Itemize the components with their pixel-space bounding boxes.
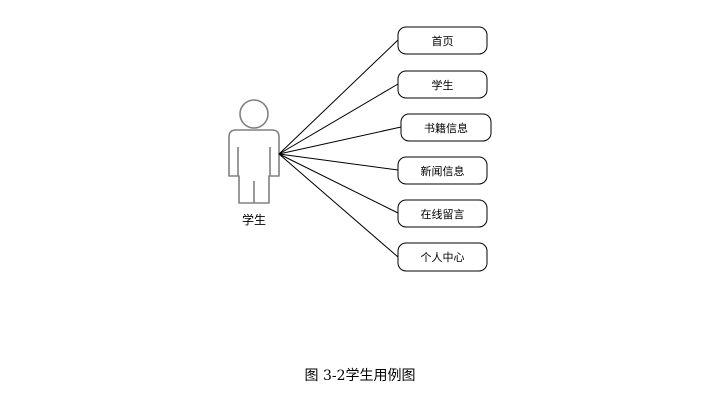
association-line-0 [278, 39, 399, 155]
association-line-2 [278, 126, 402, 155]
use-case-box [397, 199, 488, 228]
use-case-1: 学生 [397, 70, 488, 99]
use-case-0: 首页 [397, 26, 488, 55]
actor-head [239, 99, 269, 129]
use-case-label: 书籍信息 [424, 121, 468, 135]
actor-figure [228, 99, 280, 204]
use-case-label: 学生 [432, 78, 454, 92]
actor-label: 学生 [242, 212, 266, 227]
use-case-label: 新闻信息 [421, 164, 465, 178]
use-case-box [397, 156, 488, 185]
use-case-label: 个人中心 [421, 251, 465, 264]
use-case-box [397, 26, 488, 55]
association-lines [278, 39, 402, 258]
association-line-4 [278, 153, 399, 214]
use-case-label: 在线留言 [421, 207, 465, 221]
actor-body [228, 129, 280, 204]
use-case-label: 首页 [432, 34, 454, 48]
association-line-3 [278, 153, 399, 171]
use-case-4: 在线留言 [397, 199, 488, 228]
use-case-box [400, 113, 492, 142]
use-case-5: 个人中心 [397, 242, 488, 272]
figure-caption: 图 3-2学生用例图 [304, 368, 416, 384]
use-case-box [397, 70, 488, 99]
use-case-box [397, 242, 488, 272]
use-case-3: 新闻信息 [397, 156, 488, 185]
association-line-1 [278, 83, 399, 155]
use-case-2: 书籍信息 [400, 113, 492, 142]
association-line-5 [278, 153, 399, 258]
